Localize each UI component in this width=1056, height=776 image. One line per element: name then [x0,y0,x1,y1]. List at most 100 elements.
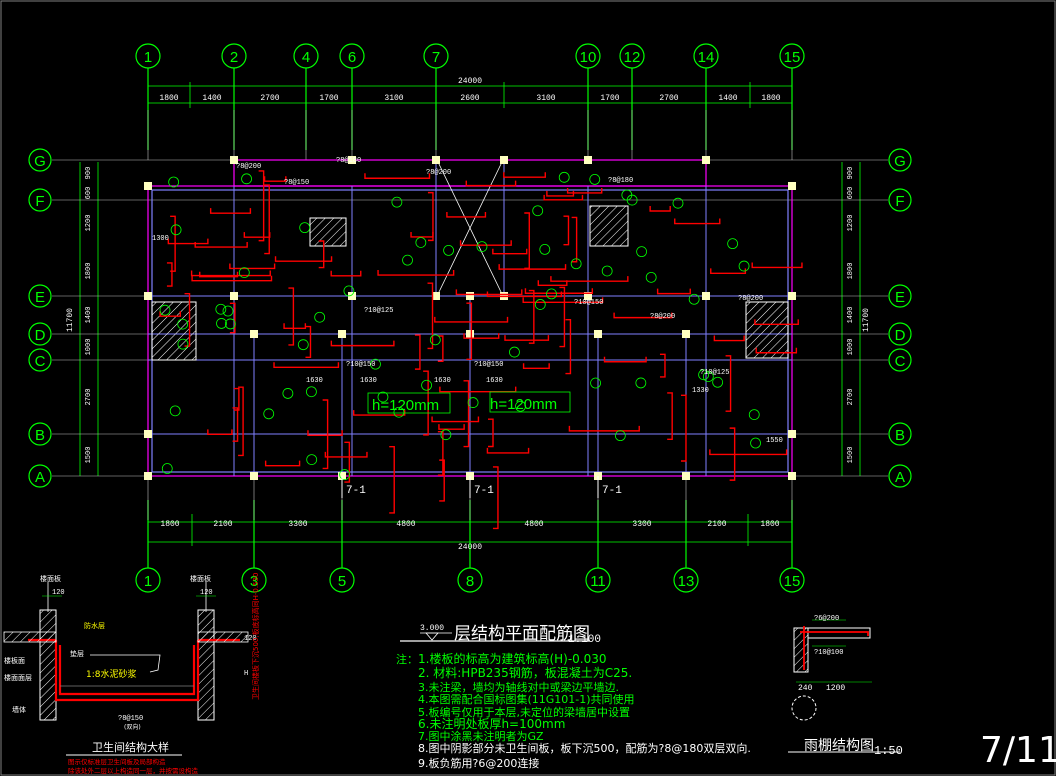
rebar-tag [161,463,173,474]
rebar-bar [431,416,480,423]
rebar-tag [515,400,526,412]
bottom-axis-label: 11 [590,573,606,590]
bath-rebar: ?8@150 [118,715,143,723]
rebar-label-mid: ?10@150 [474,361,503,369]
rebar-bar [459,240,512,246]
rebar-tag [748,409,760,421]
bath-label-layer: 垫层 [70,649,84,658]
rebar-tag [443,244,454,256]
canopy-dim-240: 240 [798,684,813,693]
bottom-axis-label: 13 [678,573,695,590]
rebar-tags [159,171,761,480]
side-dim-label-left: 600 [85,187,93,200]
rebar-label-mid: ?8@200 [650,313,675,321]
rebar-bar [463,380,470,448]
note-6: 6.未注明处板厚h=100mm [418,716,565,731]
rebar-bar [466,302,473,360]
rebar-bar [492,466,499,530]
rebar-bar [563,215,570,246]
plan-scale: 1:100 [568,634,601,646]
bottom-dim-label: 4800 [524,520,543,529]
rebar-bar [522,297,604,304]
row-axis-label-right: D [895,327,906,344]
column [500,156,508,164]
rebar-bar [568,425,640,432]
bottom-dim-label: 4800 [396,520,415,529]
rebar-bar [233,387,240,411]
column [348,156,356,164]
rebar-bar [528,289,535,344]
top-dim-label: 3100 [536,94,555,103]
row-axis-bubble-left [28,322,52,346]
bottom-axis-label: 8 [466,573,474,590]
rebar-length-label: 1630 [306,377,323,385]
row-axis-label-left: A [35,469,45,486]
bath-label-wall: 墙体 [12,705,26,714]
row-axis-label-right: E [895,289,905,306]
side-dim-label-left: 1800 [85,263,93,280]
rebar-bar [352,410,406,416]
rebar-tag [216,318,227,329]
top-dim-label: 3100 [384,94,403,103]
side-dim-label-right: 900 [847,167,855,180]
rebar-bar [613,312,673,319]
rebar-tag [476,241,488,252]
rebar-bar [492,248,528,255]
rebar-tag [558,171,570,183]
rebar-length-label: 1550 [766,437,783,445]
rebar-bar [524,288,594,294]
rebar-bar [503,172,546,178]
rebar-bar [565,318,572,375]
column [144,292,152,300]
rebar-bar [755,347,798,354]
rebar-bar [264,184,270,255]
row-axis-bubble-right [888,464,912,488]
rebar-tag [177,338,189,350]
top-axis-label: 6 [348,49,356,66]
rebar-label-mid: ?10@150 [346,361,375,369]
rebar-bar [680,394,687,462]
notes-heading: 注： [396,652,418,666]
rebar-bar [190,270,271,277]
rebar-bar [307,430,343,436]
bath-label-floor: 楼板面 [4,656,25,665]
rebar-bar [571,216,578,263]
section-mark-3: 7-1 [602,485,622,497]
bath-side-note: 卫生间楼板下沉500,板底标高同H-0.530 [251,573,260,700]
rebar-tag [421,379,432,391]
rebar-tag [614,430,626,442]
rebar-bar [274,256,333,262]
column [594,330,602,338]
rebar-bar [437,335,444,362]
rebar-tag [645,271,657,283]
rebar-tag [159,304,171,316]
bath-dim-120c: 120 [244,635,257,643]
rebar-bar [427,191,434,242]
section-marks [341,476,599,498]
rebar-bar [559,286,566,348]
side-dim-label-left: 900 [85,167,93,180]
rebar-tag [539,244,551,255]
rebar-tag [635,377,647,389]
top-dim-label: 2600 [460,94,479,103]
rebar-tag [415,237,427,248]
rebar-bar [656,288,691,295]
rebar-bar [427,282,434,350]
row-axis-bubble-right [888,188,912,212]
rebar-bar [524,212,530,270]
row-axis-label-right: G [894,153,906,170]
rebar-bar [667,392,673,441]
note-8: 8.图中阴影部分未卫生间板，板下沉500，配筋为?8@180双层双向. [418,741,751,755]
rebar-label-top: ?8@180 [608,177,633,185]
rebar-label-mid: ?10@150 [574,299,603,307]
rebar-bar [455,289,523,296]
rebar-length-label: 1300 [152,235,169,243]
column [788,472,796,480]
row-axis-bubble-right [888,422,912,446]
overall-width-top: 24000 [458,77,482,86]
rebar-bar [191,275,273,282]
side-dim-label-left: 1200 [85,215,93,232]
row-axis-label-left: B [35,427,45,444]
top-axis-label: 12 [624,49,641,66]
